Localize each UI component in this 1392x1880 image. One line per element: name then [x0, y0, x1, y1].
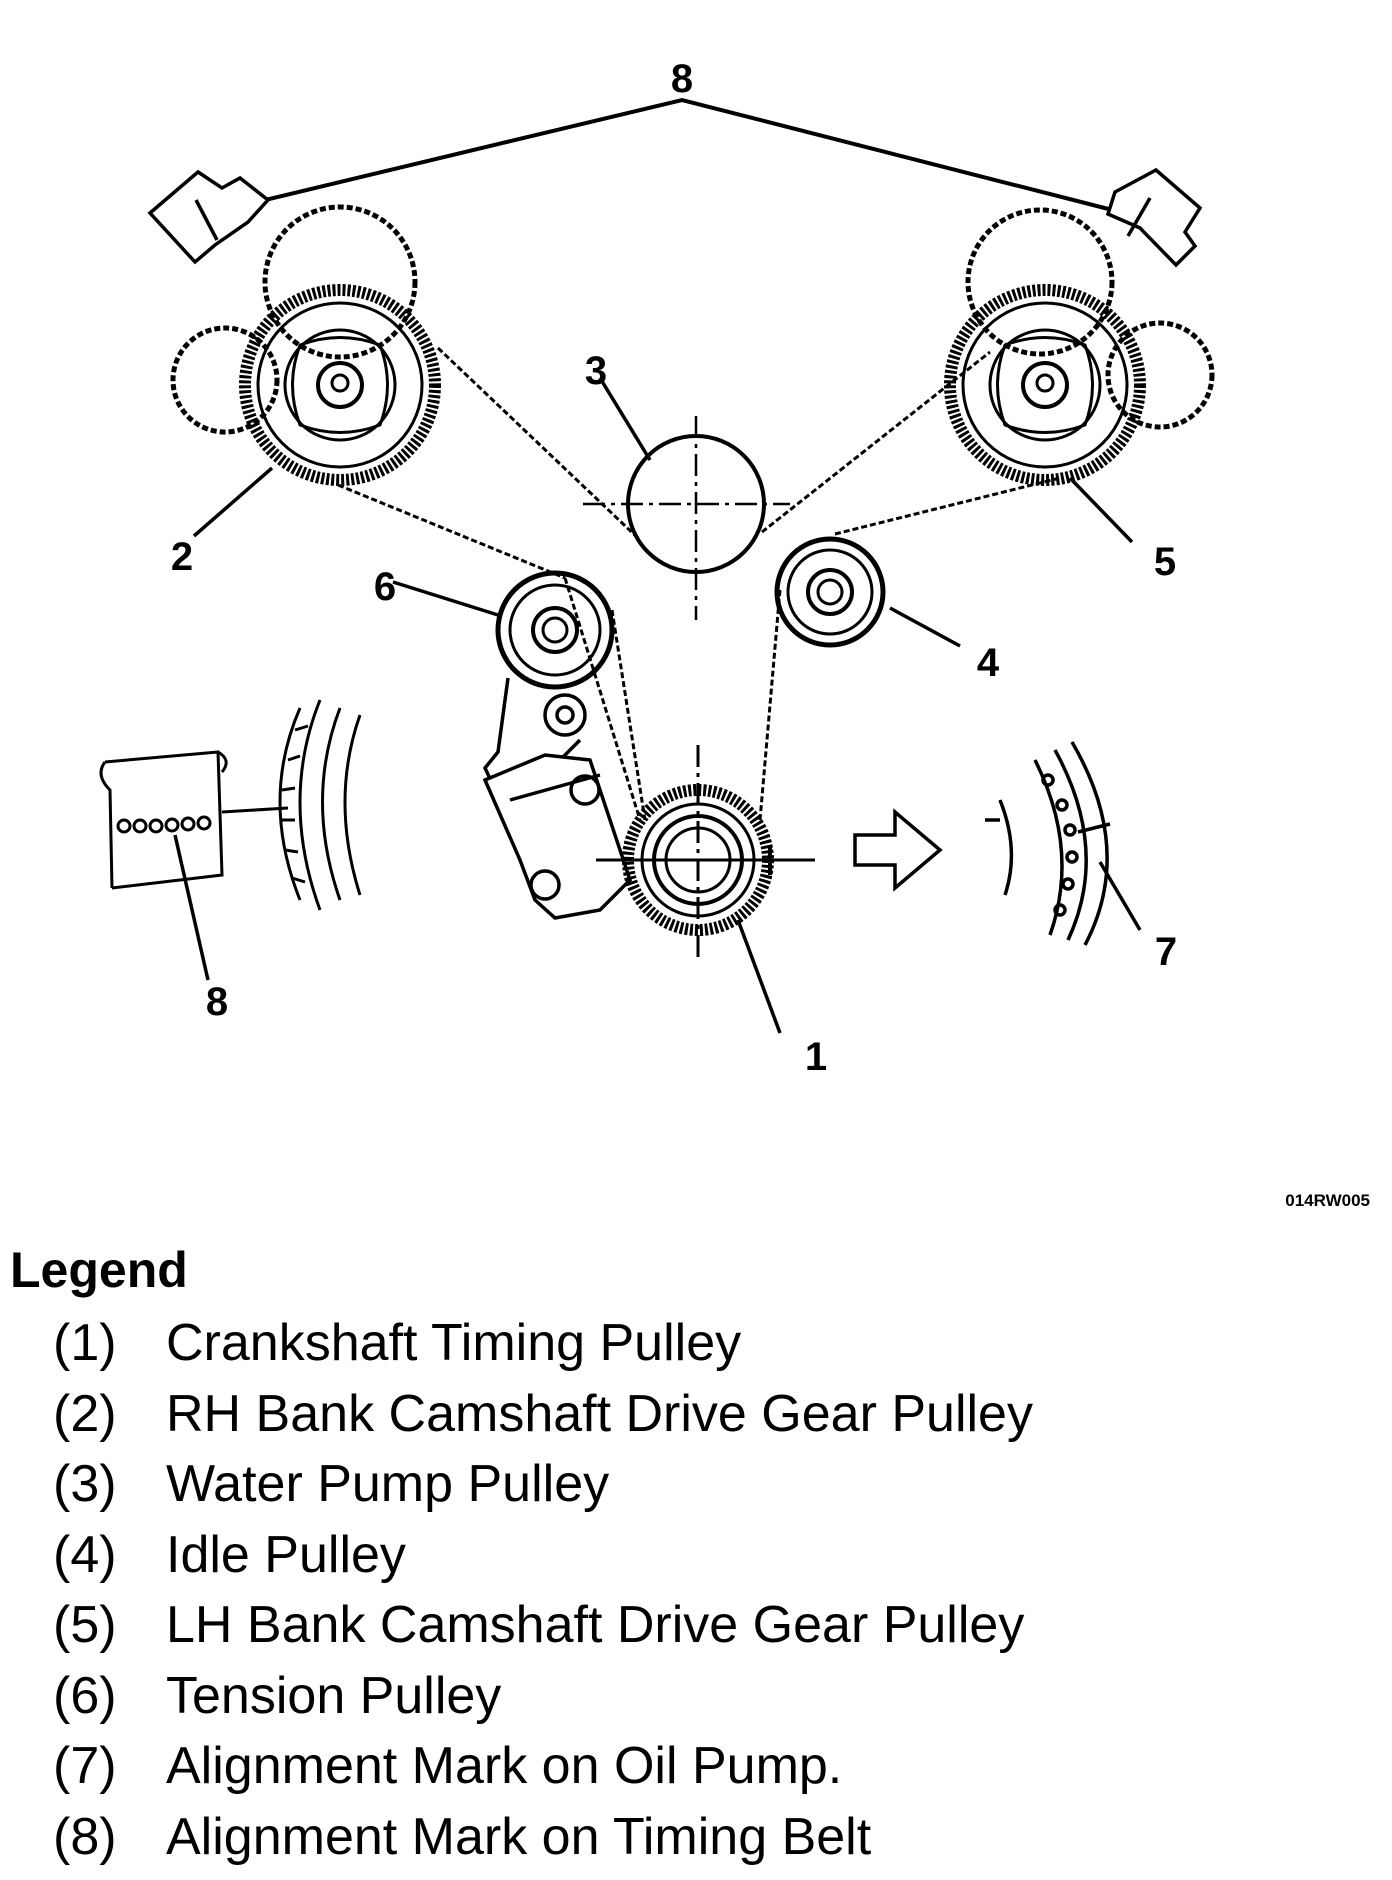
legend-item: (4) Idle Pulley: [53, 1520, 1380, 1591]
lh-camshaft-gear-pulley: [944, 207, 1215, 486]
legend-item-number: (5): [53, 1596, 117, 1654]
legend-item-text: Alignment Mark on Oil Pump.: [166, 1737, 843, 1795]
legend-item-text: Crankshaft Timing Pulley: [166, 1314, 742, 1372]
legend-item: (3) Water Pump Pulley: [53, 1449, 1380, 1520]
legend-item-number: (7): [53, 1737, 117, 1795]
legend-item-number: (1): [53, 1314, 117, 1372]
legend-item: (8) Alignment Mark on Timing Belt: [53, 1802, 1380, 1873]
legend-item-number: (2): [53, 1384, 117, 1443]
legend: Legend (1) Crankshaft Timing Pulley (2) RH…: [10, 1240, 1380, 1872]
callout-8-left: 8: [206, 980, 228, 1024]
leader-lines: [173, 377, 1142, 1034]
figure-id: 014RW005: [1285, 1191, 1370, 1210]
legend-title: Legend: [10, 1242, 188, 1298]
belt-piece-right: [1105, 167, 1203, 268]
legend-item: (1) Crankshaft Timing Pulley: [53, 1308, 1380, 1379]
legend-item: (6) Tension Pulley: [53, 1661, 1380, 1732]
callout-4: 4: [977, 641, 1000, 685]
belt-mark-detail: [99, 699, 362, 911]
legend-item: (2) RH Bank Camshaft Drive Gear Pulley: [53, 1379, 1380, 1450]
crankshaft-timing-pulley: [596, 745, 815, 960]
callout-2: 2: [171, 535, 193, 579]
belt-mark-line-top: [214, 97, 1129, 216]
legend-item-text: Idle Pulley: [166, 1525, 406, 1584]
legend-item-text: RH Bank Camshaft Drive Gear Pulley: [166, 1384, 1033, 1443]
legend-item-number: (6): [53, 1666, 117, 1725]
callout-3: 3: [585, 349, 607, 393]
tensioner-assembly: [482, 677, 633, 920]
water-pump-pulley: [583, 416, 790, 620]
legend-item-number: (8): [53, 1807, 117, 1866]
legend-item-number: (4): [53, 1525, 117, 1584]
timing-belt-diagram: 8 3 2 5 6 4 7 8 1 014RW005: [99, 57, 1370, 1210]
detail-arrow: [853, 808, 943, 892]
callout-8-top: 8: [671, 57, 693, 101]
callout-6: 6: [374, 565, 396, 609]
callout-1: 1: [805, 1035, 827, 1079]
legend-item-text: LH Bank Camshaft Drive Gear Pulley: [166, 1596, 1025, 1654]
callout-5: 5: [1154, 540, 1176, 584]
legend-item-text: Alignment Mark on Timing Belt: [166, 1807, 872, 1866]
idle-pulley: [774, 536, 886, 648]
oil-pump-mark-detail: [985, 741, 1111, 946]
legend-item-text: Tension Pulley: [166, 1666, 502, 1725]
rh-camshaft-gear-pulley: [170, 204, 441, 486]
legend-list: (1) Crankshaft Timing Pulley (2) RH Bank C…: [10, 1308, 1380, 1872]
legend-item-number: (3): [53, 1455, 117, 1513]
legend-item: (5) LH Bank Camshaft Drive Gear Pulley: [53, 1590, 1380, 1661]
tension-pulley: [495, 570, 615, 690]
legend-item-text: Water Pump Pulley: [166, 1455, 610, 1513]
timing-belt: [337, 346, 1061, 821]
belt-piece-left: [147, 169, 271, 265]
callout-7: 7: [1155, 930, 1177, 974]
legend-item: (7) Alignment Mark on Oil Pump.: [53, 1731, 1380, 1802]
